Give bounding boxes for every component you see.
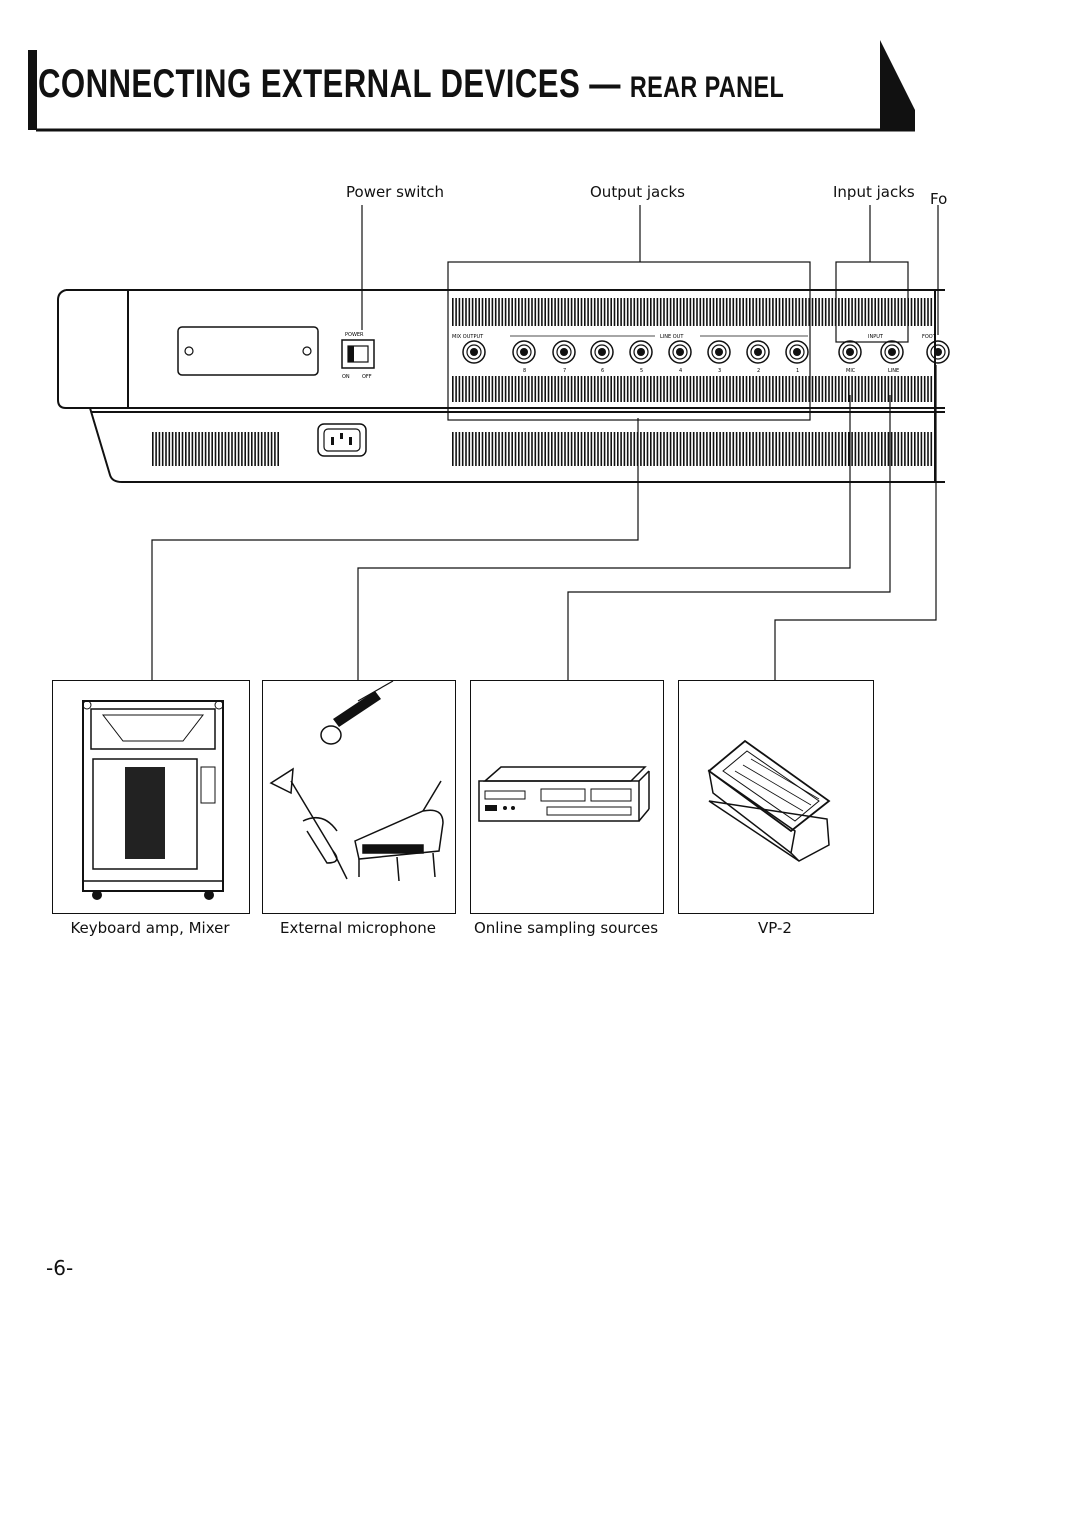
caption-keyboard-amp: Keyboard amp, Mixer <box>70 919 230 937</box>
output-jacks-callout: Output jacks <box>590 183 685 201</box>
line-out-number: 5 <box>640 368 643 374</box>
vent-grille-upper <box>452 298 933 326</box>
device-box-vp2 <box>678 680 874 914</box>
power-switch-callout: Power switch <box>346 183 445 201</box>
line-out-label: LINE OUT <box>660 334 684 340</box>
vent-grille-bottom <box>452 432 933 466</box>
line-out-jack <box>668 340 692 364</box>
title-banner: CONNECTING EXTERNAL DEVICES — REAR PANEL <box>0 0 1080 140</box>
line-out-number: 7 <box>563 368 566 374</box>
vent-grille-lower <box>452 376 933 402</box>
input-label: INPUT <box>868 334 884 340</box>
line-out-jack <box>785 340 809 364</box>
trumpet-icon <box>269 767 348 880</box>
tape-deck-icon <box>478 766 650 822</box>
line-out-number: 2 <box>757 368 760 374</box>
line-out-jack <box>629 340 653 364</box>
off-label: OFF <box>362 374 372 380</box>
keyboard-body <box>57 289 945 483</box>
on-label: ON <box>342 374 350 380</box>
input-jack-row <box>838 340 950 364</box>
speaker-cabinet-icon <box>82 700 224 900</box>
mix-output-label: MIX OUTPUT <box>452 334 484 340</box>
line-out-jack <box>746 340 770 364</box>
volume-pedal-icon <box>707 739 831 862</box>
power-switch-icon: POWER ON OFF <box>341 332 375 380</box>
line-out-number: 3 <box>718 368 721 374</box>
line-out-number: 1 <box>796 368 799 374</box>
page-number: -6- <box>46 1256 74 1280</box>
mic-input-jack <box>838 340 862 364</box>
line-out-jack <box>590 340 614 364</box>
device-box-mic <box>262 680 456 914</box>
microphone-trumpet-piano-icon <box>269 680 444 882</box>
line-out-number: 4 <box>679 368 682 374</box>
line-out-numbers: 8 7 6 5 4 3 2 1 <box>523 368 799 374</box>
line-out-jack <box>552 340 576 364</box>
line-out-jack <box>512 340 536 364</box>
rear-panel-diagram: POWER ON OFF MIX OUTPUT LINE OUT INPUT M… <box>57 205 950 680</box>
connection-lines <box>151 365 937 680</box>
vent-grille-left <box>152 432 279 466</box>
line-out-jack <box>707 340 731 364</box>
grand-piano-icon <box>354 780 444 882</box>
foot-pedal-jack <box>926 340 950 364</box>
line-input-jack <box>880 340 904 364</box>
caption-external-microphone: External microphone <box>280 919 436 937</box>
mix-output-jack <box>462 340 486 364</box>
mic-label: MIC <box>846 368 856 374</box>
device-box-amp <box>52 680 250 914</box>
foot-label: FOOT <box>922 334 937 340</box>
input-jacks-callout: Input jacks <box>833 183 915 201</box>
line-label: LINE <box>888 368 899 374</box>
device-box-sampling <box>470 680 664 914</box>
power-label: POWER <box>345 332 364 338</box>
microphone-icon <box>320 680 394 745</box>
caption-vp2: VP-2 <box>758 919 792 937</box>
ac-inlet-icon <box>317 423 367 457</box>
line-out-number: 8 <box>523 368 526 374</box>
page-title: CONNECTING EXTERNAL DEVICES — REAR PANEL <box>38 62 785 106</box>
caption-online-sampling: Online sampling sources <box>473 919 659 937</box>
line-out-number: 6 <box>601 368 604 374</box>
foot-callout: Fo <box>930 190 948 208</box>
output-jack-row <box>462 340 809 364</box>
title-frame <box>28 40 915 132</box>
